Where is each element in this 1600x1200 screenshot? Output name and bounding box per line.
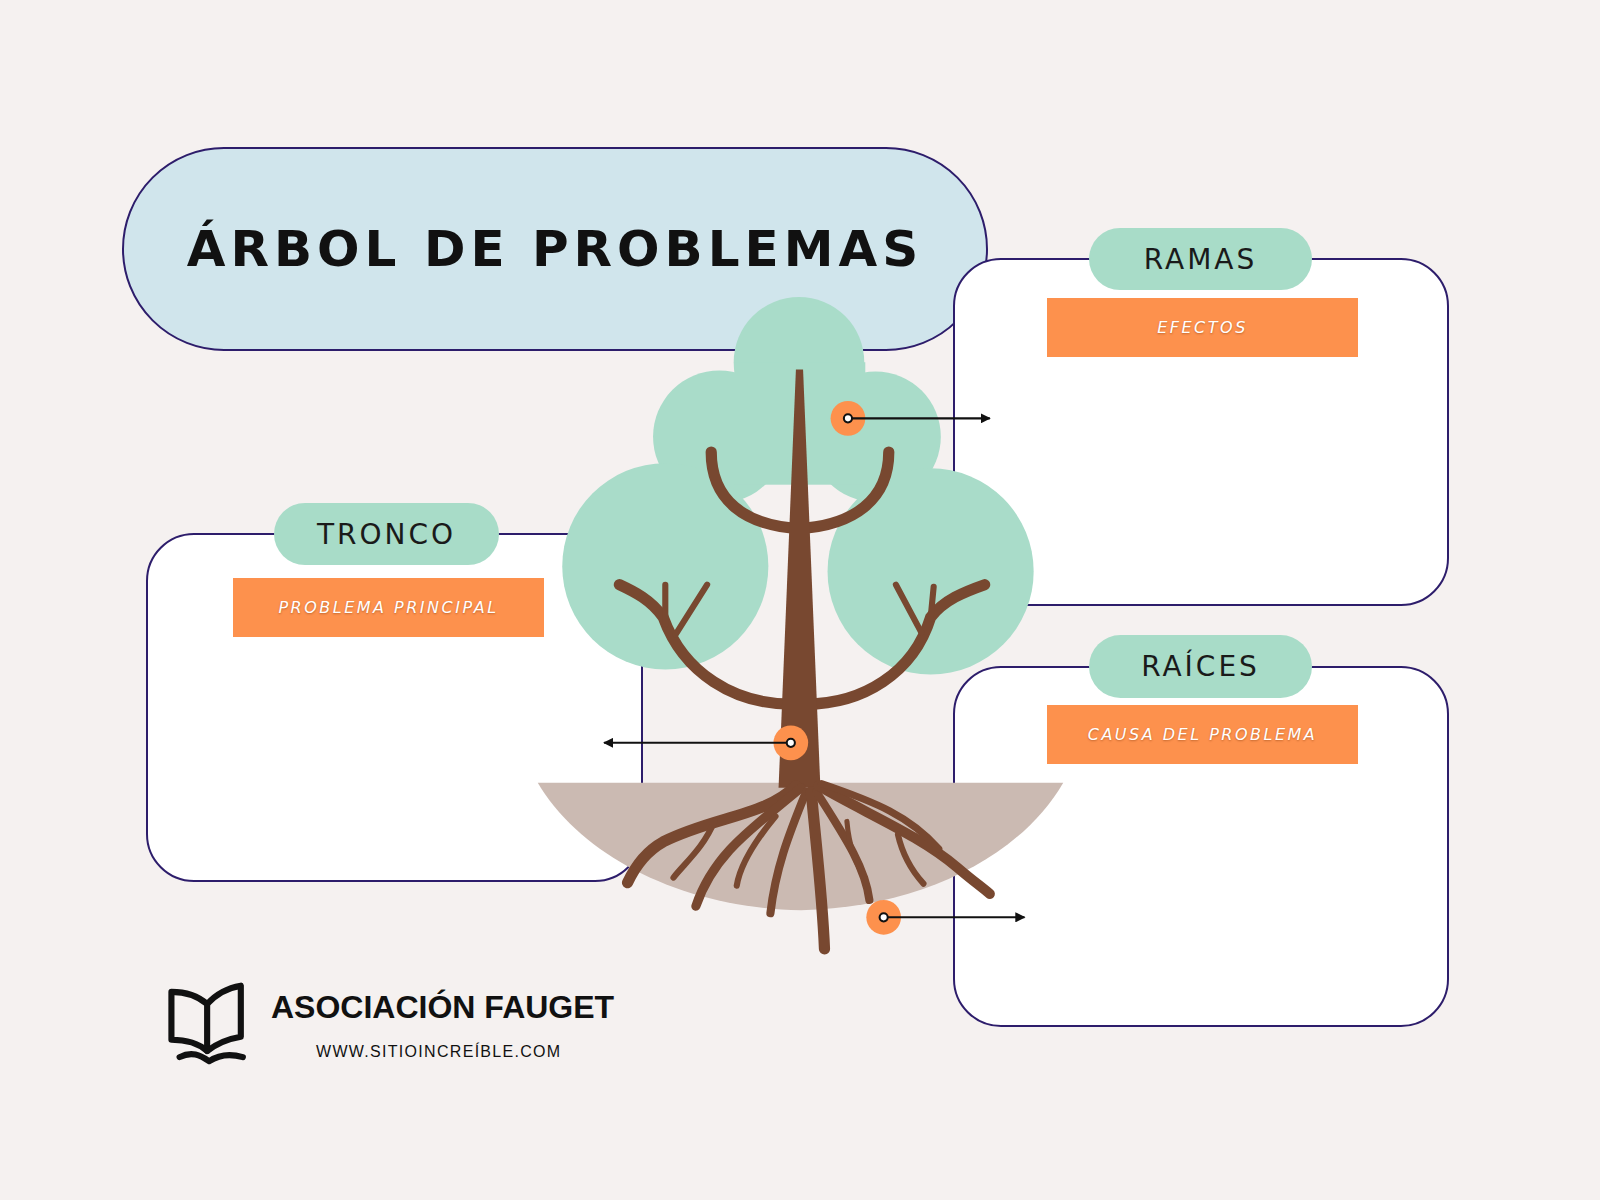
soil (538, 783, 1064, 911)
root (737, 816, 776, 885)
root (818, 786, 989, 894)
foliage-circle (734, 297, 865, 428)
foliage (562, 297, 1033, 675)
callout-ring (880, 913, 888, 921)
section-heading: RAMAS (1089, 228, 1312, 290)
root (847, 821, 865, 877)
section-heading: RAÍCES (1089, 635, 1312, 698)
branch (619, 585, 790, 704)
diagram-title: ÁRBOL DE PROBLEMAS (187, 220, 923, 278)
foliage-circle (828, 468, 1034, 674)
root (770, 792, 806, 913)
leader-arrow (848, 417, 990, 419)
branch (711, 452, 889, 529)
content-box: RAMASEFECTOS (953, 258, 1449, 606)
root (696, 788, 801, 906)
branches (619, 452, 984, 704)
callout-dot (773, 726, 808, 761)
branch (931, 587, 934, 619)
root (821, 784, 938, 849)
book-logo (171, 986, 242, 1062)
leader-arrow (884, 916, 1025, 918)
roots (628, 784, 990, 949)
website-url: WWW.SITIOINCREÍBLE.COM (316, 1043, 562, 1061)
tree-group (171, 297, 1063, 1061)
foliage-circle (562, 463, 768, 669)
content-box: TRONCOPROBLEMA PRINCIPAL (146, 533, 643, 882)
book-page (171, 992, 207, 1051)
branch (896, 585, 922, 633)
root (673, 821, 714, 877)
foliage-circle (810, 371, 941, 502)
foliage-circle (653, 370, 786, 503)
book-base (180, 1054, 243, 1061)
callout-ring (844, 414, 852, 422)
callout-dot (866, 900, 901, 935)
root (816, 792, 869, 900)
leader-lines (604, 401, 1024, 935)
callout-dot (831, 401, 866, 436)
root (628, 786, 796, 883)
branch (676, 585, 708, 635)
title-pill: ÁRBOL DE PROBLEMAS (122, 147, 988, 351)
branch (806, 585, 985, 704)
callout-ring (787, 739, 795, 747)
branch (662, 585, 668, 625)
root (811, 792, 824, 949)
organization-name: ASOCIACIÓN FAUGET (271, 989, 614, 1026)
content-box: RAÍCESCAUSA DEL PROBLEMA (953, 666, 1449, 1027)
section-band: EFECTOS (1047, 298, 1358, 357)
section-band: PROBLEMA PRINCIPAL (233, 578, 544, 637)
root (898, 835, 924, 884)
section-band: CAUSA DEL PROBLEMA (1047, 705, 1358, 764)
section-heading: TRONCO (274, 503, 499, 565)
book-page (207, 986, 241, 1051)
foliage-fill (735, 362, 866, 484)
leader-arrow (604, 742, 791, 744)
trunk (779, 369, 821, 787)
